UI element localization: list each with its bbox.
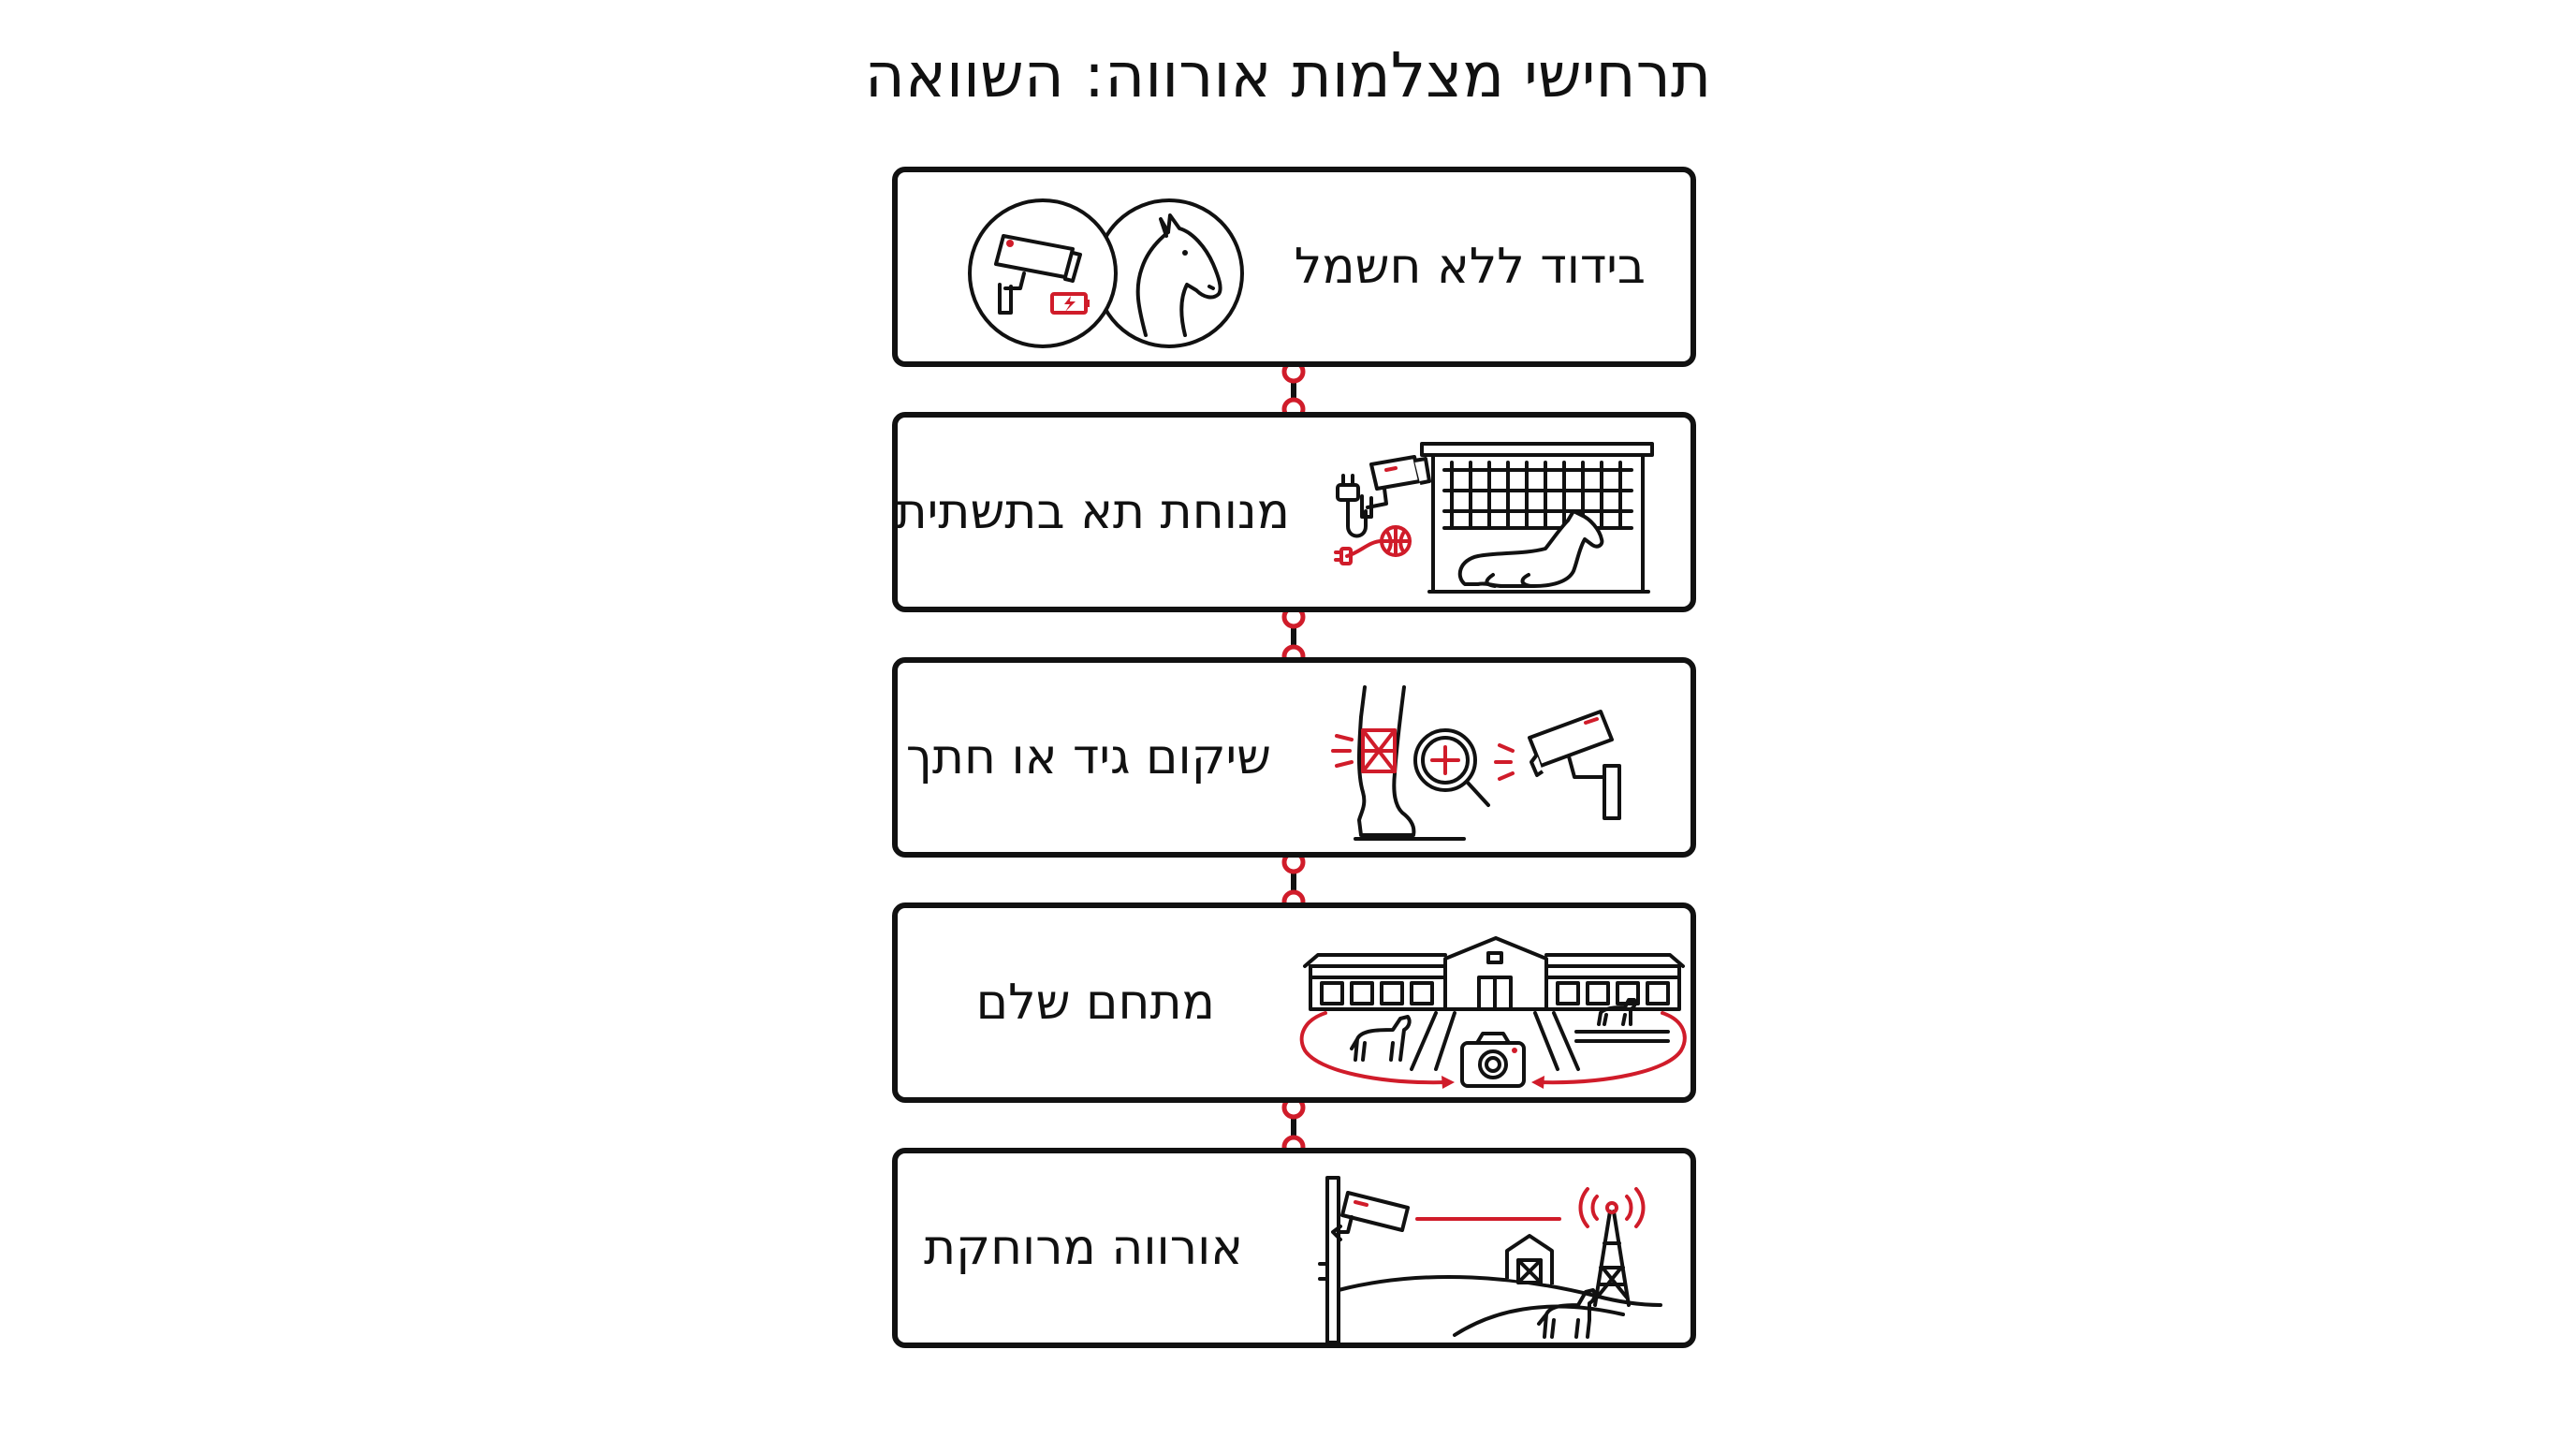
scenario-label: שיקום גיד או חתך (905, 729, 1271, 785)
remote-barn-icons (1318, 1176, 1662, 1344)
scenario-label: מנוחת תא בתשתית (895, 484, 1290, 540)
horse-icon (1537, 1288, 1597, 1339)
security-camera-icon (968, 198, 1118, 348)
scenario-label: בידוד ללא חשמל (1294, 239, 1646, 295)
security-camera-icon (1494, 710, 1621, 820)
barn-complex-icon (1303, 936, 1685, 1071)
stall-rest-icons (1334, 442, 1654, 594)
barn-icon (1505, 1234, 1554, 1284)
camera-icon (1460, 1032, 1526, 1088)
scenario-card-remote-barn: אורווה מרוחקת (892, 1148, 1696, 1348)
page-title: תרחישי מצלמות אורווה: השוואה (864, 39, 1712, 111)
bandaged-horse-leg-icon (1331, 685, 1466, 841)
scenario-card-full-facility: מתחם שלם (892, 902, 1696, 1103)
horse-icon (1350, 998, 1637, 1062)
security-camera-icon (1360, 455, 1431, 519)
cell-tower-icon (1578, 1187, 1646, 1307)
power-plug-icon (1336, 474, 1368, 538)
scenario-card-isolation: בידוד ללא חשמל (892, 167, 1696, 367)
scenario-card-tendon-rehab: שיקום גיד או חתך (892, 657, 1696, 858)
full-facility-icons (1299, 936, 1687, 1089)
horse-head-icon (1094, 198, 1244, 348)
scenario-card-stall-rest: מנוחת תא בתשתית (892, 412, 1696, 612)
tendon-rehab-icons (1331, 685, 1621, 841)
network-globe-icon (1334, 525, 1412, 565)
isolation-icons (968, 198, 1244, 348)
circular-arrows-icon (1299, 1011, 1687, 1089)
scenario-label: אורווה מרוחקת (924, 1220, 1243, 1276)
horse-lying-in-stall-icon (1420, 442, 1654, 594)
scenario-label: מתחם שלם (975, 975, 1215, 1031)
landscape-hills (1337, 1274, 1662, 1337)
connector-1-2 (1281, 360, 1306, 421)
pole-camera-icon (1318, 1176, 1410, 1344)
magnifier-plus-icon (1413, 728, 1490, 807)
battery-charging-icon (1050, 292, 1090, 315)
